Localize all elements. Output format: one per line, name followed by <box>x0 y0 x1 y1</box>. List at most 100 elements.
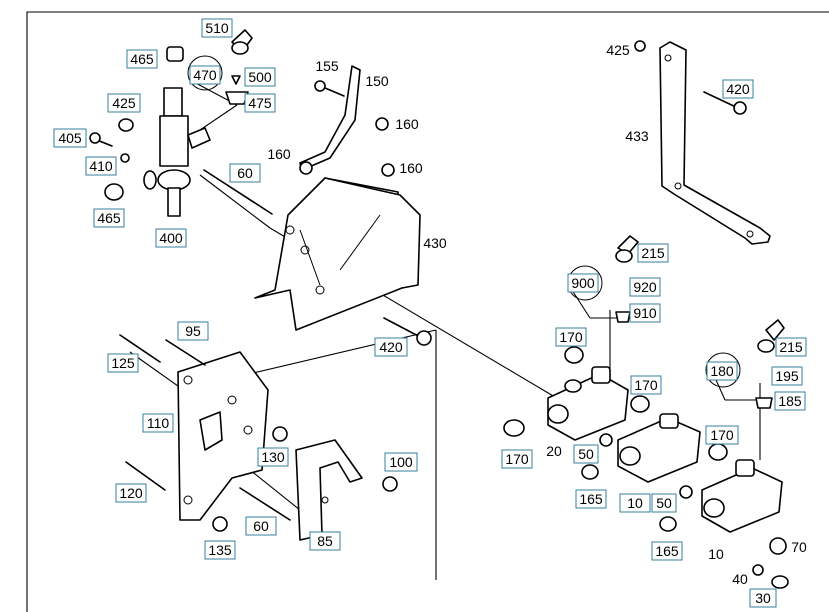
callout-box <box>201 18 233 38</box>
callout-920: 920 <box>629 277 661 297</box>
callout-number: 465 <box>130 51 154 67</box>
callout-170: 170 <box>630 375 662 395</box>
callout-box <box>177 321 209 341</box>
callout-box <box>555 327 587 347</box>
callout-number: 400 <box>159 230 183 246</box>
callout-50: 50 <box>573 444 599 464</box>
callout-number: 120 <box>119 485 143 501</box>
callout-box <box>85 156 117 176</box>
callout-number: 910 <box>633 305 657 321</box>
callout-number: 470 <box>193 67 217 83</box>
callout-number: 165 <box>655 543 679 559</box>
callout-box <box>637 243 669 263</box>
diagram-frame <box>26 11 829 612</box>
callout-405: 405 <box>53 128 87 148</box>
callout-box <box>126 49 158 69</box>
callout-475: 475 <box>244 93 276 113</box>
callout-465: 465 <box>126 49 158 69</box>
callout-195: 195 <box>771 366 803 386</box>
valve-400 <box>143 87 211 217</box>
callout-410: 410 <box>85 156 117 176</box>
callout-number: 130 <box>261 449 285 465</box>
callout-30: 30 <box>749 588 777 608</box>
callout-box <box>651 541 683 561</box>
callout-170: 170 <box>555 327 587 347</box>
callout-number: 170 <box>559 329 583 345</box>
callout-60: 60 <box>245 516 277 536</box>
callout-box <box>775 337 807 357</box>
callout-number: 150 <box>365 73 389 89</box>
bracket-150 <box>299 65 361 171</box>
callout-50: 50 <box>651 493 677 513</box>
callout-160: 160 <box>395 116 419 132</box>
callout-420: 420 <box>374 337 408 357</box>
callout-number: 165 <box>579 491 603 507</box>
callout-box <box>567 273 599 293</box>
callout-10: 10 <box>708 546 724 562</box>
callout-number: 70 <box>791 539 807 555</box>
callout-number: 135 <box>208 542 232 558</box>
callout-500: 500 <box>244 67 276 87</box>
callout-185: 185 <box>774 391 806 411</box>
callout-70: 70 <box>791 539 807 555</box>
plate-110 <box>177 351 269 521</box>
callout-910: 910 <box>629 303 661 323</box>
callout-number: 50 <box>656 495 672 511</box>
callout-box <box>107 353 139 373</box>
callout-110: 110 <box>142 413 174 433</box>
callout-number: 195 <box>775 368 799 384</box>
callout-number: 85 <box>317 533 333 549</box>
callout-420: 420 <box>722 79 754 99</box>
callout-number: 465 <box>97 210 121 226</box>
callout-number: 160 <box>399 160 423 176</box>
callout-170: 170 <box>501 449 533 469</box>
callout-box <box>706 361 738 381</box>
callout-number: 900 <box>571 275 595 291</box>
callout-number: 40 <box>732 571 748 587</box>
callout-number: 100 <box>389 454 413 470</box>
callout-box <box>619 493 651 513</box>
callout-85: 85 <box>309 531 341 551</box>
callout-box <box>142 413 174 433</box>
callout-125: 125 <box>107 353 139 373</box>
callout-number: 60 <box>237 165 253 181</box>
callout-430: 430 <box>423 235 447 251</box>
callout-box <box>575 489 607 509</box>
callout-160: 160 <box>267 146 291 162</box>
callout-number: 170 <box>634 377 658 393</box>
callout-number: 215 <box>779 339 803 355</box>
callout-box <box>204 540 236 560</box>
callout-box <box>93 208 125 228</box>
callout-box <box>257 447 289 467</box>
callout-number: 425 <box>112 95 136 111</box>
callout-number: 160 <box>395 116 419 132</box>
callout-510: 510 <box>201 18 233 38</box>
callout-170: 170 <box>705 425 739 445</box>
callout-number: 433 <box>625 128 649 144</box>
callout-40: 40 <box>732 571 748 587</box>
callout-number: 430 <box>423 235 447 251</box>
callout-box <box>244 93 276 113</box>
callout-95: 95 <box>177 321 209 341</box>
callout-box <box>629 277 661 297</box>
callout-box <box>309 531 341 551</box>
callout-box <box>630 375 662 395</box>
callout-number: 30 <box>755 590 771 606</box>
callout-135: 135 <box>204 540 236 560</box>
callout-130: 130 <box>257 447 289 467</box>
callout-number: 50 <box>578 446 594 462</box>
valve-blocks <box>503 346 789 589</box>
callout-10: 10 <box>619 493 651 513</box>
callout-215: 215 <box>775 337 807 357</box>
small-parts <box>89 29 785 532</box>
callout-number: 420 <box>726 81 750 97</box>
callout-900: 900 <box>567 273 599 293</box>
callout-150: 150 <box>365 73 389 89</box>
callout-box <box>573 444 599 464</box>
callout-box <box>705 425 739 445</box>
callout-box <box>651 493 677 513</box>
callout-number: 10 <box>708 546 724 562</box>
callout-165: 165 <box>651 541 683 561</box>
bracket-85 <box>295 439 363 541</box>
